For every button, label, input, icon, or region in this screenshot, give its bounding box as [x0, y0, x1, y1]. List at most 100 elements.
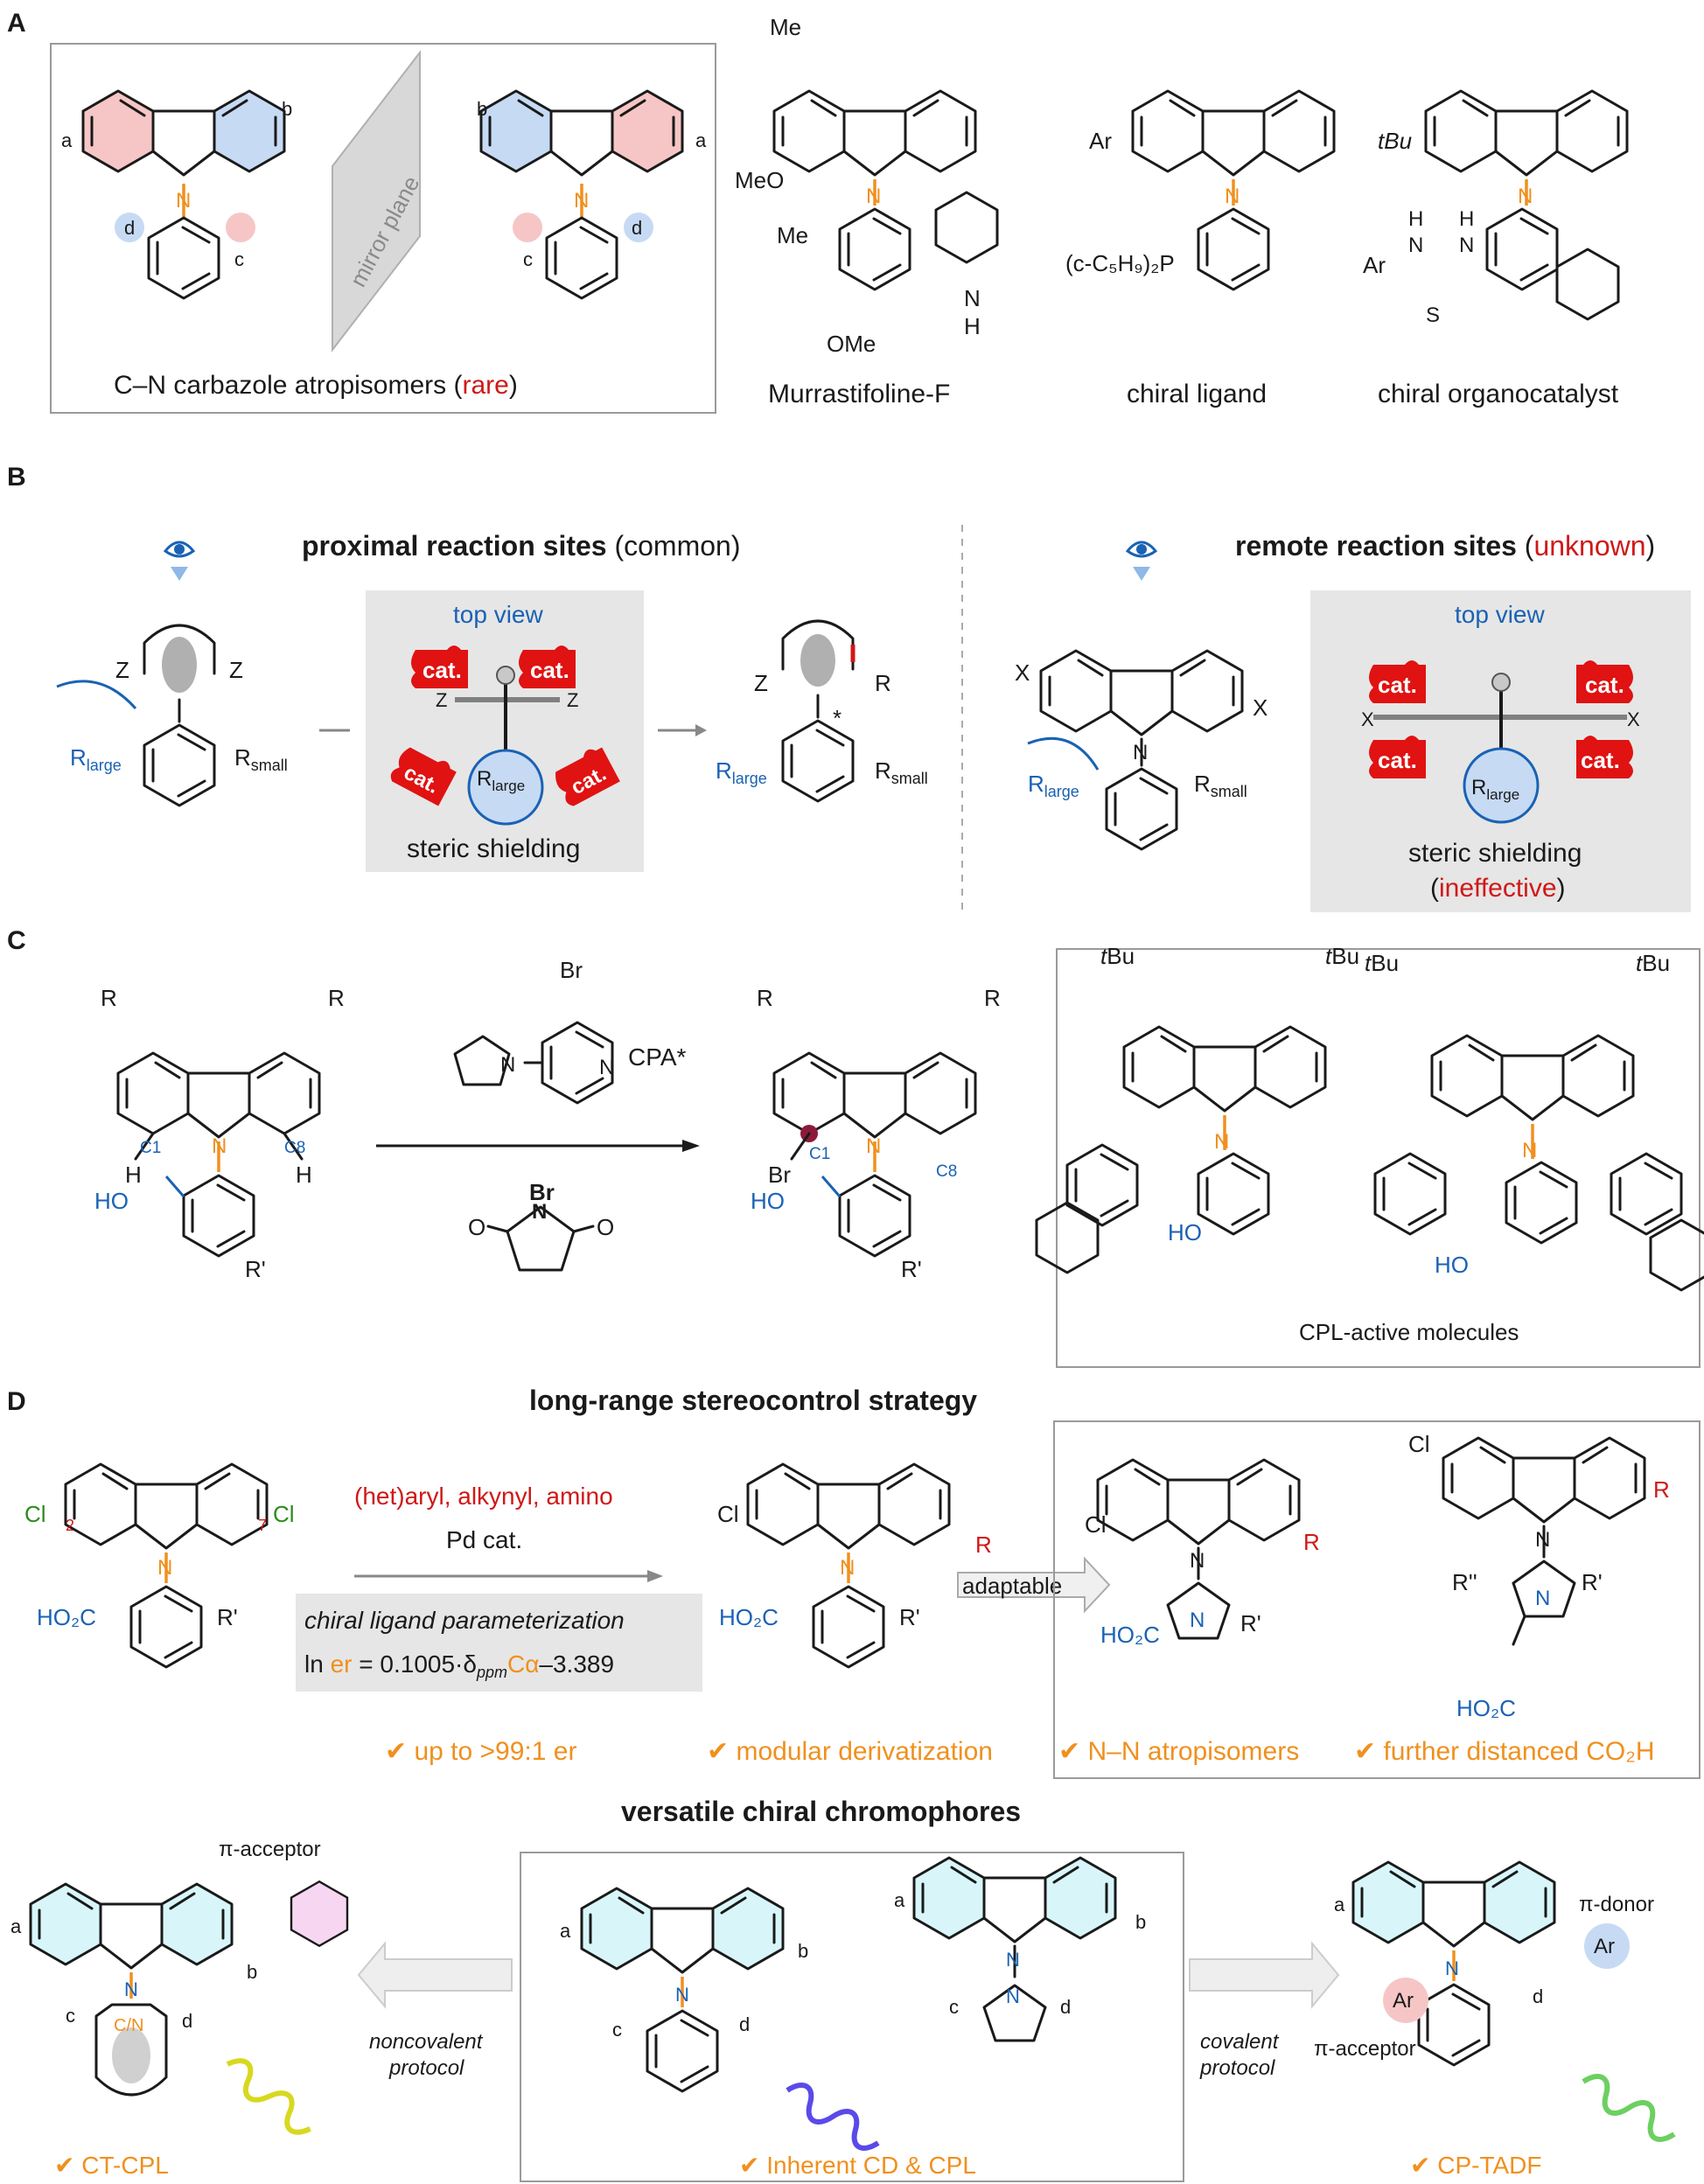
murr-n-center: N	[866, 185, 881, 208]
c-n: N	[212, 1134, 227, 1158]
inh1-n: N	[675, 1984, 689, 2006]
d-reagents: (het)aryl, alkynyl, amino	[354, 1483, 613, 1510]
top-view-label-1: top view	[453, 601, 543, 628]
nn2-rprime: R'	[1582, 1569, 1603, 1595]
helix-blue-icon	[781, 2079, 885, 2154]
dp-n: N	[840, 1556, 855, 1580]
label-b-right: b	[477, 98, 487, 120]
prod-z: Z	[754, 670, 768, 696]
catalyst-structure	[453, 1021, 614, 1105]
check-modular: ✔ modular derivatization	[707, 1737, 993, 1766]
inh1-a: a	[560, 1920, 571, 1942]
atropisomer-box	[50, 43, 716, 414]
top-view-label-2: top view	[1455, 601, 1545, 628]
organocatalyst-structure	[1424, 89, 1629, 321]
murr-nh-n: N	[964, 285, 981, 311]
tv-rlarge: Rlarge	[477, 767, 525, 794]
check-er: ✔ up to >99:1 er	[385, 1737, 576, 1766]
ct-c: c	[66, 2005, 75, 2027]
ligand-ar: Ar	[1089, 128, 1112, 154]
d-pd-cat: Pd cat.	[446, 1526, 522, 1553]
atropisomer-caption: C–N carbazole atropisomers (rare)	[114, 371, 518, 400]
cat-n-amine: N	[500, 1053, 515, 1077]
chiral-ligand-structure	[1131, 89, 1336, 291]
nn1-n-top: N	[1190, 1549, 1205, 1573]
tadf-ar-acceptor: Ar	[1393, 1989, 1414, 2013]
mirror-plane-shape	[332, 50, 421, 352]
cpl-box	[1056, 948, 1701, 1368]
nbs-o-left: O	[468, 1214, 485, 1240]
organo-s: S	[1426, 304, 1440, 327]
murr-ome: OMe	[827, 331, 876, 357]
steric-shielding-1: steric shielding	[407, 834, 580, 863]
c-c8: C8	[284, 1139, 305, 1157]
eye-icon-remote	[1125, 541, 1158, 581]
nn2-rpp: R''	[1452, 1569, 1477, 1595]
c-arrow-head	[682, 1140, 700, 1152]
nn2-n-pyr: N	[1535, 1587, 1550, 1610]
pi-acceptor-bottom: π-acceptor	[1314, 2037, 1416, 2061]
cpl-molecule-1	[1035, 1025, 1327, 1274]
cat-2: cat.	[530, 657, 569, 683]
label-b-left: b	[282, 98, 292, 120]
inh2-a: a	[894, 1889, 905, 1911]
nn-molecule-1	[1096, 1458, 1301, 1640]
ineffective-label: (ineffective)	[1430, 874, 1566, 903]
remote-rlarge: Rlarge	[1028, 771, 1079, 800]
ct-b: b	[247, 1961, 257, 1983]
ligand-n: N	[1225, 185, 1240, 208]
cpa-label: CPA*	[628, 1043, 686, 1071]
organo-n-center: N	[1518, 185, 1533, 208]
cp-tadf-structure	[1351, 1860, 1630, 2067]
c-h-right: H	[296, 1162, 312, 1188]
nn2-cl: Cl	[1408, 1431, 1430, 1457]
d-substrate	[64, 1462, 269, 1669]
label-d-left: d	[124, 217, 135, 239]
cp-rprime: R'	[901, 1256, 922, 1282]
cpl2-tbu-right: tBu	[1636, 950, 1670, 976]
nn-molecule-2	[1442, 1436, 1646, 1646]
inh2-c: c	[949, 1996, 959, 2018]
cpl-caption: CPL-active molecules	[1299, 1319, 1519, 1345]
helix-green-icon	[1577, 2070, 1681, 2146]
atropisomer-left	[81, 89, 286, 300]
d-rprime: R'	[217, 1604, 238, 1630]
d-cl-left: Cl	[24, 1501, 46, 1527]
nbs-o-right: O	[597, 1214, 614, 1240]
cpl2-n: N	[1522, 1139, 1537, 1162]
steric-shielding-2: steric shielding	[1408, 839, 1582, 868]
cp-c8: C8	[936, 1162, 957, 1181]
proximal-substrate	[56, 624, 216, 807]
prod-r: R	[875, 670, 891, 696]
d-title: long-range stereocontrol strategy	[529, 1385, 977, 1416]
cpl2-tbu-left: tBu	[1365, 950, 1399, 976]
arrow-1-head	[695, 724, 707, 736]
c-h-left: H	[125, 1162, 142, 1188]
label-c-right: c	[523, 248, 533, 270]
tv2-x-right: X	[1627, 708, 1640, 730]
ct-cn: C/N	[114, 2016, 143, 2035]
organo-h1: H	[1408, 207, 1423, 231]
label-a-right: a	[695, 129, 707, 151]
dp-rprime: R'	[899, 1604, 920, 1630]
c-ho: HO	[94, 1188, 129, 1214]
cat-r2: cat.	[1378, 747, 1417, 773]
tv2-x-left: X	[1361, 708, 1374, 730]
proximal-title: proximal reaction sites (common)	[302, 530, 740, 562]
nn2-n-top: N	[1535, 1528, 1550, 1552]
tadf-d: d	[1533, 1985, 1543, 2007]
prod-star: *	[833, 705, 842, 731]
ct-n: N	[124, 1978, 138, 2000]
d-product	[746, 1462, 951, 1669]
cpl1-ho: HO	[1168, 1219, 1202, 1246]
inh2-n-pyr: N	[1006, 1985, 1020, 2007]
d-pos2: 2	[66, 1517, 74, 1534]
label-c-left: c	[234, 248, 244, 270]
panel-letter-c: C	[7, 926, 26, 955]
murr-me-1: Me	[770, 14, 801, 40]
organo-ar: Ar	[1363, 252, 1386, 278]
adaptable-arrow	[957, 1556, 1111, 1614]
covalent-label-2: protocol	[1199, 2056, 1275, 2080]
cp-ho: HO	[751, 1188, 785, 1214]
cat-r4: cat.	[1581, 747, 1620, 773]
